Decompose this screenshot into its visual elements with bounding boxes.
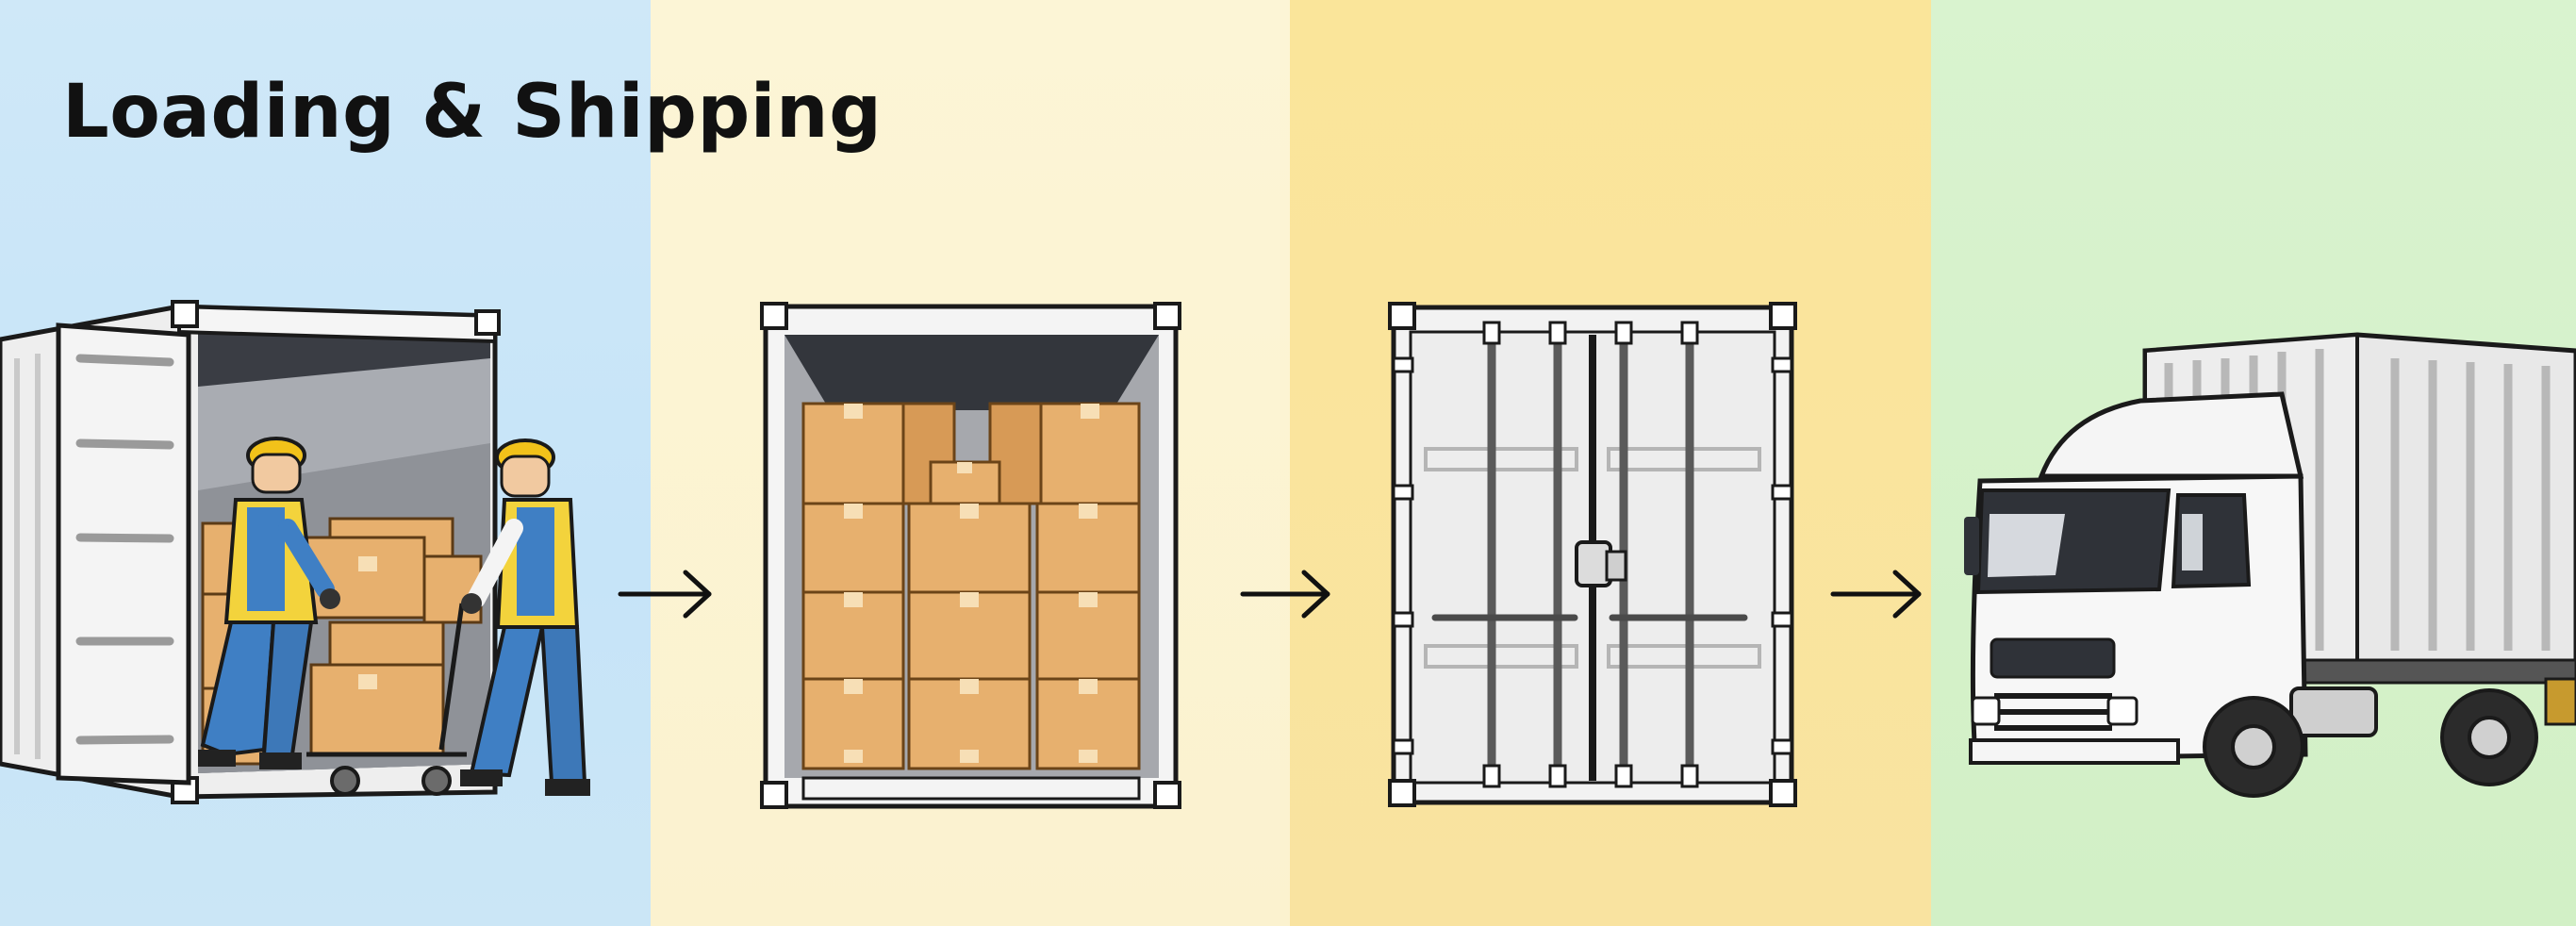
diagram-title: Loading & Shipping [62,70,883,155]
worker-icon [460,438,590,796]
worker-icon [198,437,340,769]
container-truck-icon [1964,332,2576,798]
arrow-right-icon [618,570,712,619]
loaded-container-boxes-icon [760,302,1181,809]
lock-icon [1575,540,1627,587]
sealed-container-doors-icon [1388,302,1797,807]
workers-loading-container-icon [0,300,590,804]
arrow-right-icon [1830,570,1922,619]
arrow-right-icon [1240,570,1330,619]
